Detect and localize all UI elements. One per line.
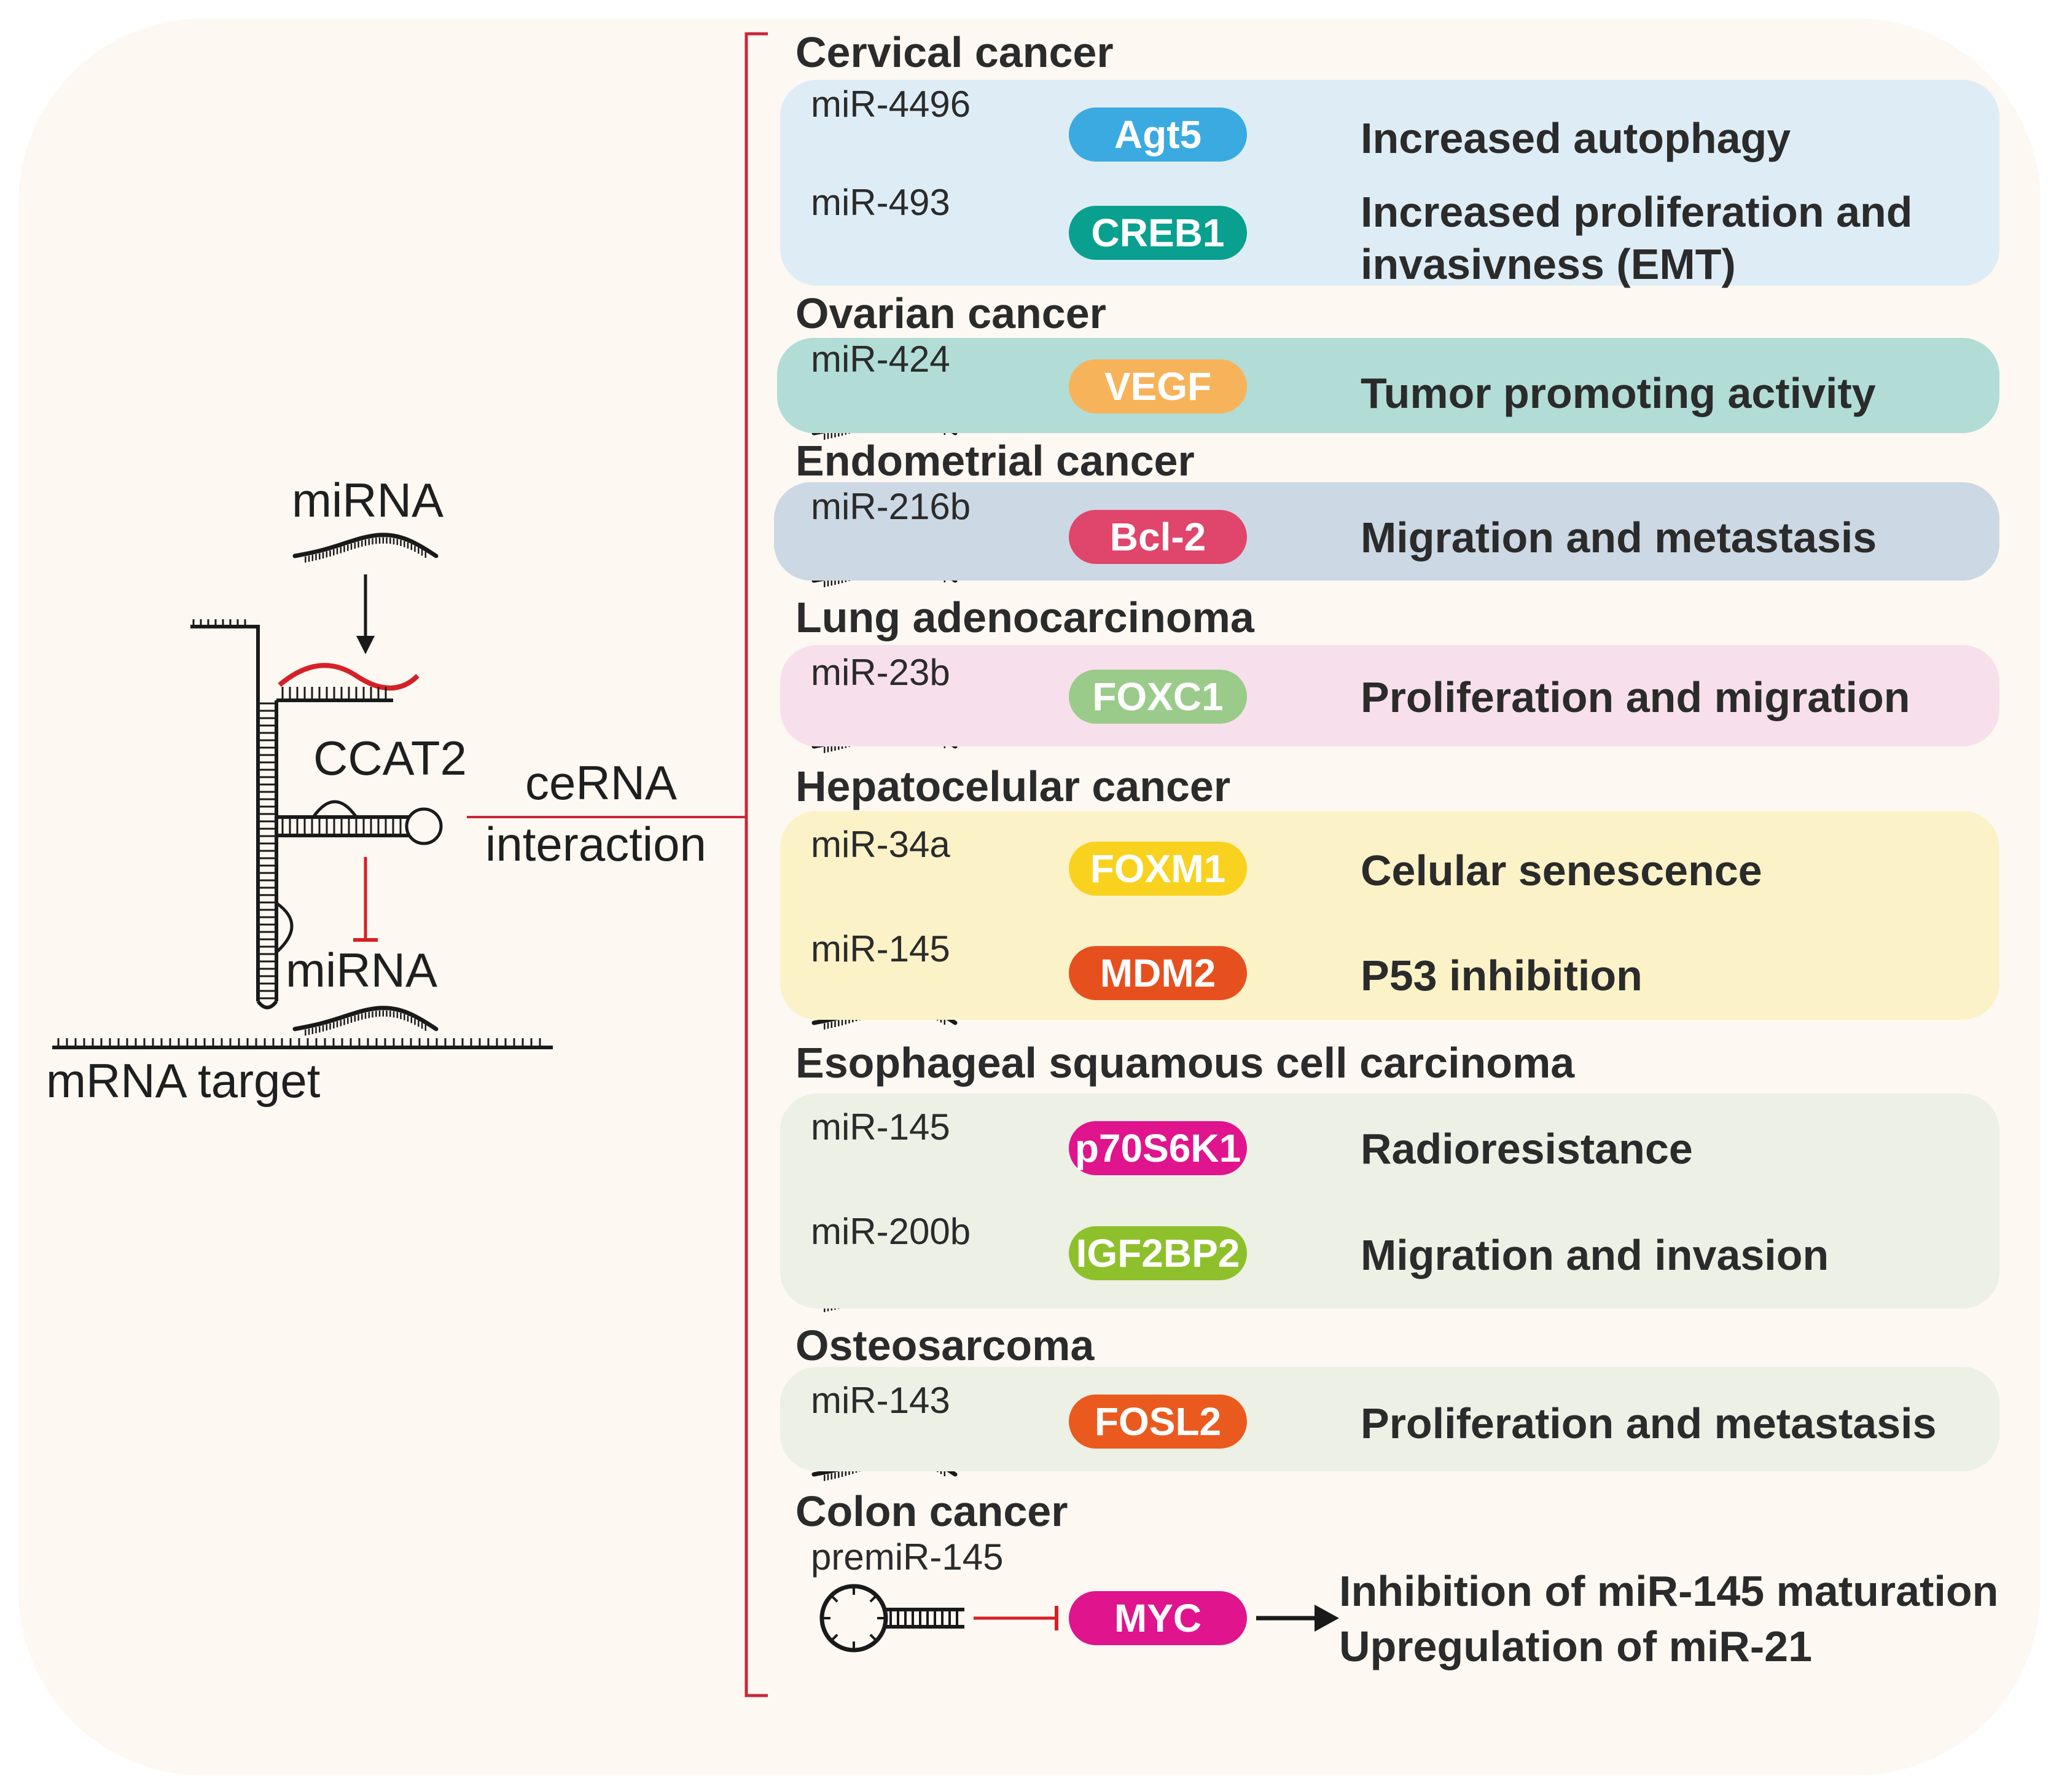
group-7-row-0-premir-tick-315 — [869, 1594, 878, 1603]
ccat2-arm-rungs — [281, 817, 416, 835]
group-5-row-1-effect: Migration and invasion — [1361, 1231, 1829, 1279]
group-7-row-0-effect-2: Upregulation of miR-21 — [1339, 1622, 1813, 1670]
group-2-band — [774, 482, 1999, 581]
group-7-row-0-target-pill: MYC — [1069, 1591, 1247, 1645]
group-1-row-0-target-pill: VEGF — [1069, 359, 1247, 413]
ccat2-stem-bottom — [256, 1000, 278, 1009]
group-6-band — [780, 1367, 1999, 1471]
group-5-band — [780, 1094, 1999, 1309]
group-5-row-0-mirna-label: miR-145 — [811, 1106, 950, 1148]
group-6-title: Osteosarcoma — [795, 1321, 1095, 1369]
ccat2-bulge — [311, 800, 358, 818]
group-2-row-0-mirna-label: miR-216b — [811, 486, 971, 527]
ccat2-binding-site-teeth — [281, 687, 387, 700]
mirna-top-strand — [292, 533, 439, 558]
mirna-bottom-strand — [292, 1006, 439, 1031]
ccat2-top-arm-teeth — [192, 619, 246, 627]
group-1-title: Ovarian cancer — [795, 289, 1106, 337]
group-3-row-0-mirna-label: miR-23b — [811, 652, 950, 693]
group-5-row-0-effect: Radioresistance — [1361, 1125, 1693, 1173]
group-2-title: Endometrial cancer — [795, 437, 1195, 485]
ccat2-top-arm — [190, 625, 260, 639]
group-0-row-1-effect-2: invasivness (EMT) — [1361, 240, 1736, 288]
ccat2-stem-bulge — [275, 901, 294, 953]
group-7-row-0-premir-rungs — [889, 1610, 958, 1627]
group-5-row-0-target-pill: p70S6K1 — [1069, 1121, 1247, 1175]
group-7-row-0-premir-tick-225 — [830, 1594, 838, 1603]
cerna-label-line1: ceRNA — [525, 756, 678, 810]
group-1-band — [777, 338, 1999, 433]
ccat2-label: CCAT2 — [313, 731, 467, 785]
group-bracket — [744, 32, 768, 1697]
group-0-row-1-mirna-label: miR-493 — [811, 182, 950, 223]
group-4-row-0-target-pill: FOXM1 — [1069, 842, 1247, 896]
group-5-row-1-target-pill: IGF2BP2 — [1069, 1226, 1247, 1280]
group-7-row-0-premir-tick-45 — [869, 1634, 878, 1642]
group-4-row-1-effect: P53 inhibition — [1361, 952, 1643, 1000]
group-4-title: Hepatocelular cancer — [795, 762, 1231, 810]
group-3-row-0-effect: Proliferation and migration — [1361, 673, 1910, 721]
group-3-band — [780, 645, 1999, 746]
group-7-row-0-mirna-label: premiR-145 — [811, 1536, 1004, 1578]
mrna-target-label: mRNA target — [46, 1054, 321, 1108]
group-1-row-0-mirna-label: miR-424 — [811, 338, 950, 380]
ccat2-stem-rungs — [258, 702, 276, 1000]
group-6-row-0-mirna-label: miR-143 — [811, 1380, 950, 1421]
mirna-top-strand-teeth — [305, 537, 427, 563]
group-0-title: Cervical cancer — [795, 28, 1114, 76]
group-0-row-1-effect: Increased proliferation and — [1361, 188, 1913, 236]
ccat2-arm-loop — [405, 807, 443, 845]
group-3-row-0-target-pill: FOXC1 — [1069, 670, 1247, 724]
mirna-bottom-label: miRNA — [286, 943, 437, 997]
group-4-band — [780, 811, 1999, 1020]
group-5-row-1-mirna-label: miR-200b — [811, 1211, 971, 1252]
group-1-row-0-effect: Tumor promoting activity — [1361, 369, 1876, 417]
mrna-target-teeth — [57, 1038, 541, 1047]
group-7-row-0-premir-tick-135 — [830, 1634, 838, 1642]
group-7-title: Colon cancer — [795, 1487, 1068, 1535]
group-6-row-0-target-pill: FOSL2 — [1069, 1395, 1247, 1449]
group-0-row-0-target-pill: Agt5 — [1069, 108, 1247, 162]
group-4-row-0-mirna-label: miR-34a — [811, 824, 950, 865]
group-0-band — [780, 80, 1999, 286]
group-3-title: Lung adenocarcinoma — [795, 593, 1254, 641]
group-5-title: Esophageal squamous cell carcinoma — [795, 1039, 1575, 1087]
cerna-label-line2: interaction — [485, 817, 706, 871]
group-2-row-0-target-pill: Bcl-2 — [1069, 510, 1247, 564]
group-4-row-1-target-pill: MDM2 — [1069, 946, 1247, 1000]
group-0-row-0-effect: Increased autophagy — [1361, 114, 1791, 162]
group-0-row-0-mirna-label: miR-4496 — [811, 84, 971, 125]
mirna-top-label: miRNA — [292, 473, 443, 527]
ccat2-bound-mirna — [278, 663, 420, 691]
group-7-row-0-effect: Inhibition of miR-145 maturation — [1339, 1567, 1999, 1615]
binding-arrow-head — [356, 636, 375, 654]
mirna-bottom-strand-teeth — [305, 1010, 427, 1036]
group-4-row-1-mirna-label: miR-145 — [811, 928, 950, 969]
group-7-row-0-arrow-head — [1315, 1605, 1339, 1632]
group-2-row-0-effect: Migration and metastasis — [1361, 514, 1877, 561]
group-6-row-0-effect: Proliferation and metastasis — [1361, 1399, 1937, 1447]
group-4-row-0-effect: Celular senescence — [1361, 847, 1762, 894]
group-0-row-1-target-pill: CREB1 — [1069, 206, 1247, 260]
